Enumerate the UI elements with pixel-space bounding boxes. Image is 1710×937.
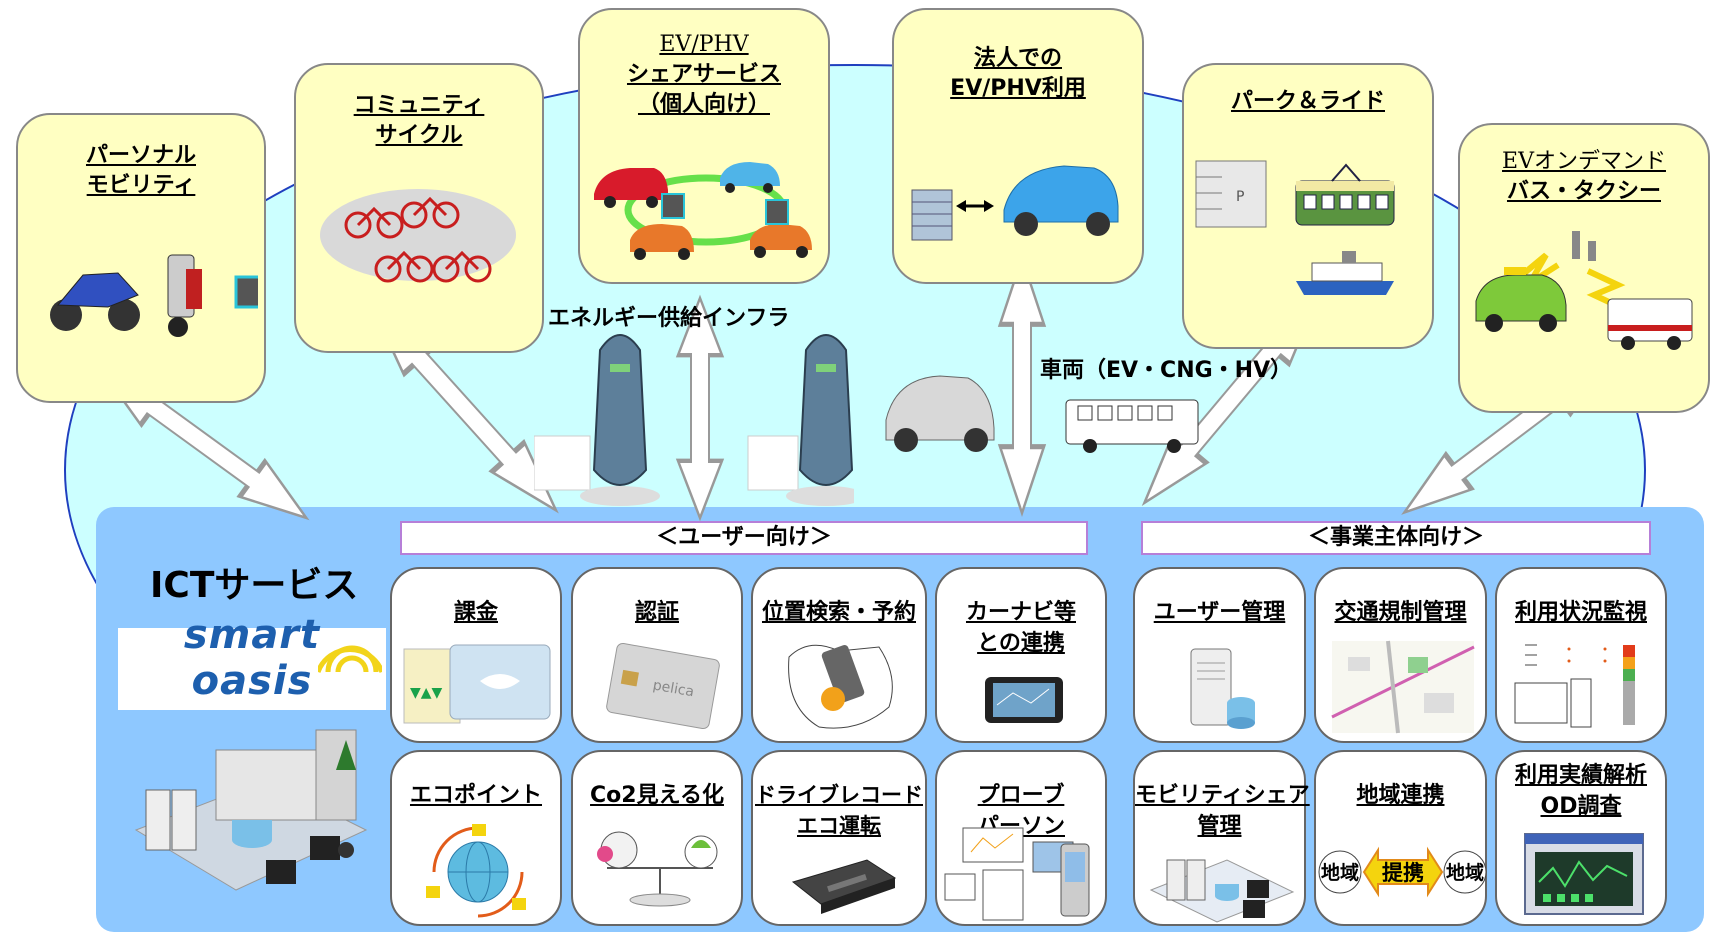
monitor-signal-icon bbox=[1514, 644, 1635, 728]
box-personal-title: パーソナルモビリティ bbox=[85, 143, 196, 198]
box-park-ride: パーク＆ライド P bbox=[1182, 63, 1434, 349]
globe-eco-icon bbox=[426, 824, 526, 918]
box-cycle-title: コミュニティサイクル bbox=[353, 93, 485, 148]
probe-devices-icon bbox=[944, 827, 1090, 921]
region-link-icon: 地域 地域 提携 bbox=[1318, 846, 1487, 898]
card-regional-link[interactable]: 地域連携 地域 地域 提携 bbox=[1314, 750, 1487, 926]
card-ecopoint[interactable]: エコポイント bbox=[390, 750, 562, 926]
card-billing-title: 課金 bbox=[453, 600, 498, 625]
box-personal-mobility: パーソナルモビリティ bbox=[16, 113, 266, 403]
analysis-screen-icon bbox=[1524, 833, 1644, 915]
card-carnavi[interactable]: カーナビ等との連携 bbox=[935, 567, 1107, 743]
car-navigation-icon bbox=[985, 677, 1063, 723]
card-location-title: 位置検索・予約 bbox=[761, 600, 916, 625]
box-park-title: パーク＆ライド bbox=[1230, 89, 1385, 114]
card-usermgmt-title: ユーザー管理 bbox=[1153, 600, 1286, 625]
map-phone-icon bbox=[788, 644, 893, 729]
office-car-icon bbox=[911, 165, 1119, 241]
card-region-title: 地域連携 bbox=[1356, 783, 1445, 808]
ic-card-icon: pelica bbox=[606, 642, 720, 730]
server-network-icon bbox=[1149, 859, 1295, 923]
card-auth-title: 認証 bbox=[634, 600, 679, 625]
card-mobility-share[interactable]: モビリティシェア管理 bbox=[1133, 750, 1310, 926]
wifi-icon bbox=[318, 645, 382, 673]
arrow-corp bbox=[1000, 258, 1044, 513]
card-carnavi-title: カーナビ等との連携 bbox=[965, 600, 1076, 656]
card-auth[interactable]: 認証 pelica bbox=[571, 567, 743, 743]
region-b-text: 地域 bbox=[1446, 861, 1484, 884]
road-map-icon bbox=[1331, 640, 1475, 734]
charging-station-icon bbox=[534, 334, 854, 506]
drive-recorder-icon bbox=[791, 859, 897, 914]
business-section-header: ＜事業主体向け＞ bbox=[1141, 521, 1651, 555]
user-section-header: ＜ユーザー向け＞ bbox=[400, 521, 1088, 555]
energy-infra-label: エネルギー供給インフラ bbox=[548, 306, 790, 331]
card-mobility-title: モビリティシェア管理 bbox=[1135, 783, 1310, 839]
card-probe-person[interactable]: プローブパーソン bbox=[935, 750, 1107, 926]
region-link-text: 提携 bbox=[1382, 861, 1424, 885]
card-co2-title: Co2見える化 bbox=[590, 783, 724, 808]
co2-scale-icon bbox=[597, 831, 718, 907]
card-monitor-title: 利用状況監視 bbox=[1514, 600, 1647, 625]
card-ic-text: pelica bbox=[652, 677, 696, 700]
card-traffic-title: 交通規制管理 bbox=[1334, 600, 1467, 625]
box-community-cycle: コミュニティサイクル bbox=[294, 63, 544, 353]
logo-text: smart oasis bbox=[183, 612, 321, 704]
card-co2[interactable]: Co2見える化 bbox=[571, 750, 743, 926]
card-usage-monitor[interactable]: 利用状況監視 bbox=[1495, 567, 1667, 743]
svg-text:▼▲▼: ▼▲▼ bbox=[410, 685, 443, 701]
server-icon bbox=[1190, 648, 1255, 729]
card-drive-record[interactable]: ドライブレコードエコ運転 bbox=[751, 750, 927, 926]
region-a-text: 地域 bbox=[1321, 861, 1359, 884]
card-user-management[interactable]: ユーザー管理 bbox=[1133, 567, 1306, 743]
bicycles-icon bbox=[320, 189, 516, 283]
billing-card-icon: ▼▲▼ bbox=[403, 644, 551, 724]
data-center-icon bbox=[134, 729, 368, 891]
box-ev-ondemand: EVオンデマンドバス・タクシー bbox=[1458, 123, 1710, 413]
bus-icon bbox=[1065, 399, 1199, 453]
box-ondemand-title: EVオンデマンドバス・タクシー bbox=[1502, 149, 1666, 204]
card-location[interactable]: 位置検索・予約 bbox=[751, 567, 927, 743]
motorcycle-scooter-icon bbox=[50, 254, 258, 337]
card-traffic-control[interactable]: 交通規制管理 bbox=[1314, 567, 1487, 743]
parking-train-ship-icon: P bbox=[1195, 160, 1395, 295]
svg-text:P: P bbox=[1236, 189, 1244, 205]
car-share-icon bbox=[594, 162, 812, 260]
ict-service-title: ICTサービス bbox=[150, 565, 359, 606]
card-ecopoint-title: エコポイント bbox=[409, 783, 542, 808]
card-drive-title: ドライブレコードエコ運転 bbox=[755, 783, 923, 838]
silver-car-icon bbox=[885, 375, 995, 452]
smart-oasis-logo: smart oasis bbox=[118, 612, 386, 710]
vehicle-label: 車両（EV・CNG・HV） bbox=[1040, 358, 1293, 383]
taxi-bus-antenna-icon bbox=[1475, 231, 1693, 350]
card-billing[interactable]: 課金 ▼▲▼ bbox=[390, 567, 562, 743]
